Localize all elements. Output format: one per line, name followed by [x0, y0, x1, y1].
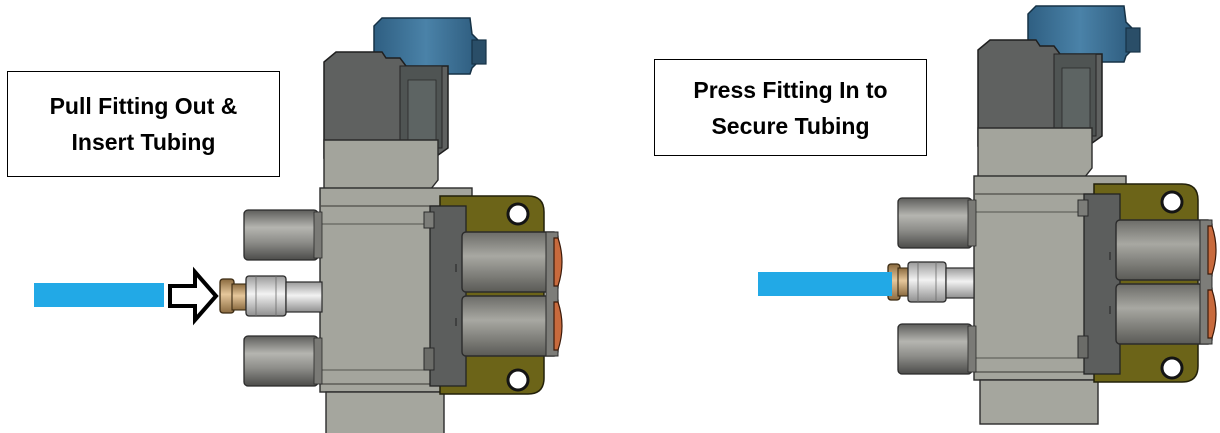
callout-left-line1: Pull Fitting Out & — [49, 93, 238, 119]
tubing-left — [34, 283, 164, 307]
callout-left-line2: Insert Tubing — [71, 129, 216, 155]
push-fitting-right — [887, 261, 975, 303]
callout-right-line2: Secure Tubing — [711, 112, 870, 139]
tubing-right — [758, 272, 892, 296]
callout-press-fitting: Press Fitting In to Secure Tubing — [654, 59, 927, 156]
callout-right-line1: Press Fitting In to — [693, 76, 888, 103]
valve-assembly-right — [896, 4, 1218, 426]
outline-right-arrow-icon — [168, 266, 219, 326]
callout-pull-fitting: Pull Fitting Out & Insert Tubing — [7, 71, 280, 177]
valve-assembly-left — [242, 16, 564, 433]
push-fitting-left — [219, 275, 323, 317]
